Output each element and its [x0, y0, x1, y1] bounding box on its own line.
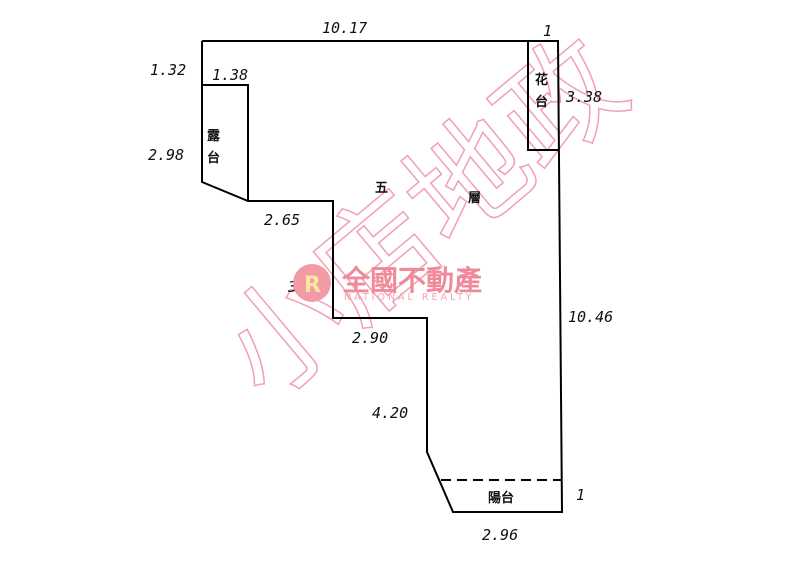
planter-wall — [527, 41, 558, 151]
dim-right: 10.46 — [568, 308, 613, 326]
logo-name-en: NATIONAL REALTY — [344, 292, 475, 303]
dim-top: 10.17 — [322, 19, 367, 37]
dim-lower-step: 2.90 — [352, 329, 388, 347]
left-terrace-label-1: 露 — [207, 129, 221, 144]
dim-mid-step: 2.65 — [264, 211, 300, 229]
dim-left-step: 1.38 — [212, 66, 248, 84]
logo-name-cn: 全國不動產 — [341, 264, 482, 297]
dim-top-right: 1 — [543, 22, 552, 40]
dim-lower-vertical: 4.20 — [372, 404, 408, 422]
dim-left-top: 1.32 — [150, 61, 186, 79]
dim-bottom: 2.96 — [482, 526, 518, 544]
dim-right-room: 3.38 — [565, 88, 602, 106]
right-planter-label-1: 花 — [535, 72, 548, 88]
right-planter-label-2: 台 — [535, 94, 548, 110]
balcony-label: 陽台 — [488, 490, 514, 506]
left-terrace-label-2: 台 — [207, 150, 220, 166]
dim-balcony-depth: 1 — [576, 486, 585, 504]
logo-emblem-icon — [293, 264, 331, 302]
floor-label-five: 五 — [375, 181, 388, 196]
svg-text:R: R — [304, 273, 321, 298]
dim-left-room: 2.98 — [148, 146, 184, 164]
national-realty-logo: R 全國不動產 NATIONAL REALTY — [293, 264, 482, 303]
floor-outline — [201, 40, 564, 513]
floor-label-level: 層 — [468, 191, 481, 206]
